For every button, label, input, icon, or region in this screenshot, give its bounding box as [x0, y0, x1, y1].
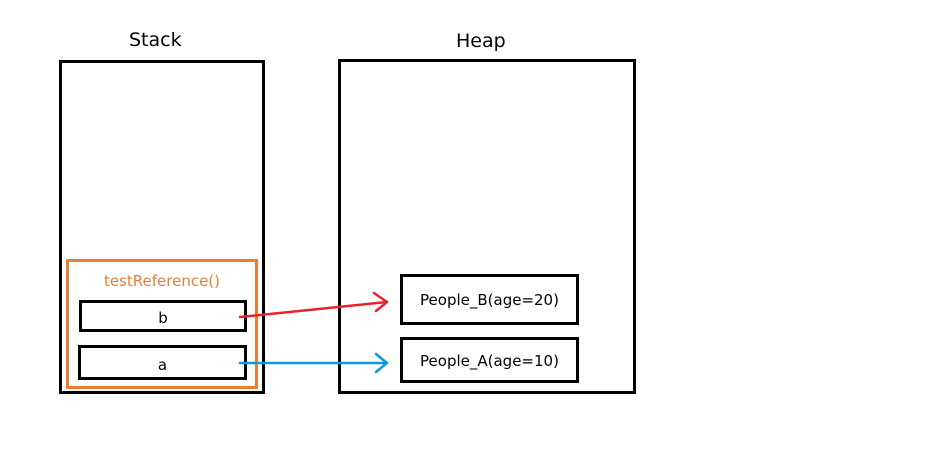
- stack-title: Stack: [129, 29, 182, 51]
- stack-var-b: b: [79, 300, 247, 332]
- heap-object-people-b: People_B(age=20): [400, 274, 579, 325]
- stack-frame-testreference: testReference(): [66, 259, 258, 389]
- stack-frame-label: testReference(): [103, 272, 221, 290]
- heap-title: Heap: [456, 30, 506, 52]
- heap-object-people-a: People_A(age=10): [400, 337, 579, 383]
- stack-region: [59, 60, 265, 394]
- stack-var-a: a: [78, 345, 247, 380]
